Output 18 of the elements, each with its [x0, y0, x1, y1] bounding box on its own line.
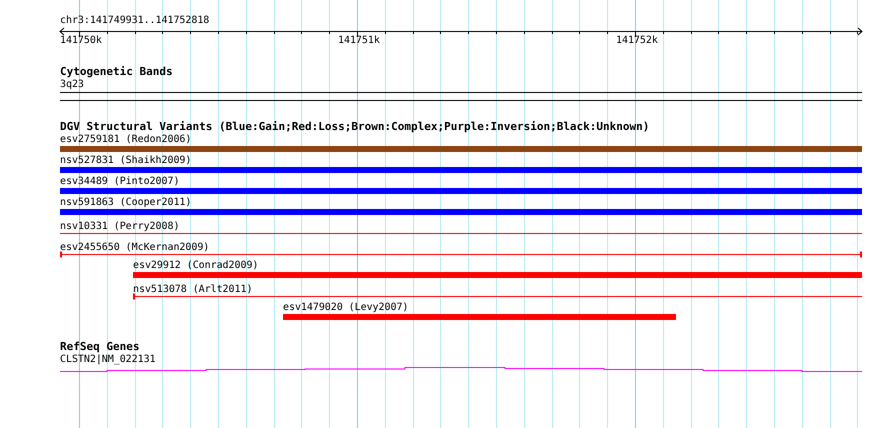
- tick-label: 141750k: [60, 35, 102, 46]
- feature-label: nsv591863 (Cooper2011): [60, 197, 192, 208]
- location-label: chr3:141749931..141752818: [60, 15, 210, 26]
- feature-label: CLSTN2|NM_022131: [60, 354, 156, 365]
- tick-label: 141751k: [338, 35, 380, 46]
- track-title: Cytogenetic Bands: [60, 66, 173, 78]
- feature-label: nsv10331 (Perry2008): [60, 221, 180, 232]
- track-title: RefSeq Genes: [60, 341, 140, 353]
- tick-label: 141752k: [616, 35, 658, 46]
- feature-label: esv2759181 (Redon2006): [60, 134, 192, 145]
- feature-label: esv1479020 (Levy2007): [283, 302, 408, 313]
- feature-label: esv29912 (Conrad2009): [133, 260, 258, 271]
- feature-label: esv34489 (Pinto2007): [60, 176, 180, 187]
- feature-label: esv2455650 (McKernan2009): [60, 242, 210, 253]
- feature-label: 3q23: [60, 79, 84, 90]
- feature-label: nsv527831 (Shaikh2009): [60, 155, 192, 166]
- feature-label: nsv513078 (Arlt2011): [133, 284, 252, 295]
- track-title: DGV Structural Variants (Blue:Gain;Red:Loss;Brown:Complex;Purple:Inversion;Black:Unknown): [60, 121, 650, 133]
